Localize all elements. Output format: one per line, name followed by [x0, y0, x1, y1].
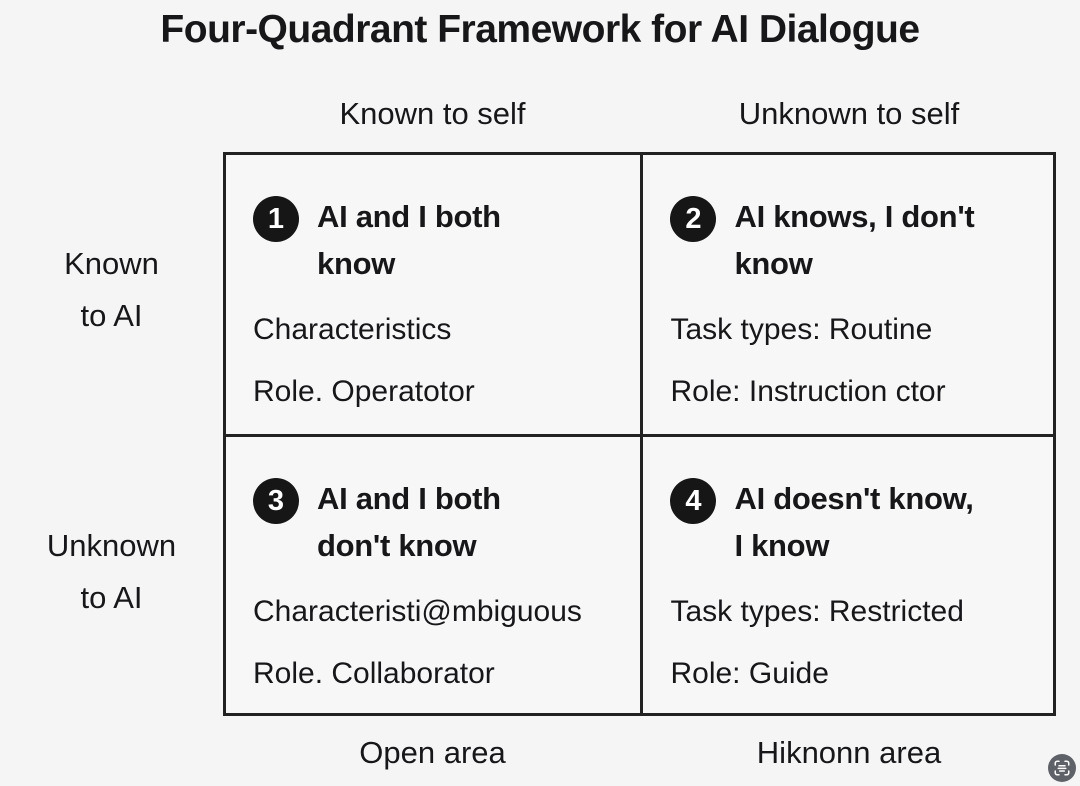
footer-hidden-area: Hiknonn area	[756, 735, 942, 770]
quadrant-1-characteristics: Characteristics	[253, 313, 452, 346]
row-label-line: to AI	[80, 580, 143, 615]
quadrant-3-characteristics: Characteristi@mbiguous	[253, 594, 582, 628]
quadrant-2-heading: 2 AI knows, I don't know	[670, 193, 1039, 287]
quadrant-4-heading: 4 AI doesn't know, I know	[670, 475, 1039, 569]
page-title: Four-Quadrant Framework for AI Dialogue	[160, 8, 920, 51]
quadrant-3-title: AI and I both don't know	[317, 475, 501, 569]
quadrant-4-title: AI doesn't know, I know	[734, 475, 973, 569]
quadrant-2-task-types: Task types: Routine	[670, 313, 933, 346]
row-label-line: Known	[64, 246, 159, 281]
quadrant-1-heading: 1 AI and I both know	[253, 193, 626, 287]
quadrant-3-number-badge: 3	[253, 477, 299, 524]
quadrant-3-heading: 3 AI and I both don't know	[253, 475, 626, 569]
quadrant-1-title: AI and I both know	[317, 193, 501, 287]
quadrant-2-role: Role: Instruction ctor	[670, 375, 946, 408]
quadrant-2-number-badge: 2	[670, 196, 717, 242]
footer-open-area: Open area	[359, 735, 506, 770]
quadrant-4-task-types: Task types: Restricted	[670, 594, 964, 628]
heading-line: AI and I both	[317, 199, 501, 234]
quadrant-2: 2 AI knows, I don't know Task types: Rou…	[643, 155, 1053, 437]
quadrant-4: 4 AI doesn't know, I know Task types: Re…	[643, 437, 1053, 713]
quadrant-1-number-badge: 1	[253, 196, 299, 242]
row-label-unknown-to-ai: Unknown to AI	[0, 520, 223, 624]
column-header-unknown-to-self: Unknown to self	[738, 96, 960, 131]
heading-line: AI knows, I don't	[734, 199, 975, 234]
heading-line: AI doesn't know,	[734, 480, 974, 516]
quadrant-4-role: Role: Guide	[670, 656, 829, 690]
row-label-line: to AI	[80, 298, 143, 333]
heading-line: know	[734, 246, 813, 281]
row-label-known-to-ai: Known to AI	[0, 238, 223, 342]
column-header-known-to-self: Known to self	[339, 96, 526, 131]
quadrant-grid: 1 AI and I both know Characteristics Rol…	[223, 152, 1056, 716]
quadrant-4-number-badge: 4	[670, 477, 717, 524]
quadrant-1: 1 AI and I both know Characteristics Rol…	[226, 155, 644, 437]
quadrant-1-role: Role. Operatotor	[253, 375, 475, 408]
row-label-line: Unknown	[46, 528, 177, 563]
scan-text-icon[interactable]	[1048, 754, 1076, 782]
heading-line: I know	[734, 527, 830, 563]
quadrant-3-role: Role. Collaborator	[253, 656, 495, 690]
heading-line: know	[317, 246, 396, 281]
heading-line: AI and I both	[317, 480, 501, 516]
heading-line: don't know	[317, 527, 477, 563]
quadrant-2-title: AI knows, I don't know	[734, 193, 974, 287]
quadrant-3: 3 AI and I both don't know Characteristi…	[226, 436, 644, 713]
